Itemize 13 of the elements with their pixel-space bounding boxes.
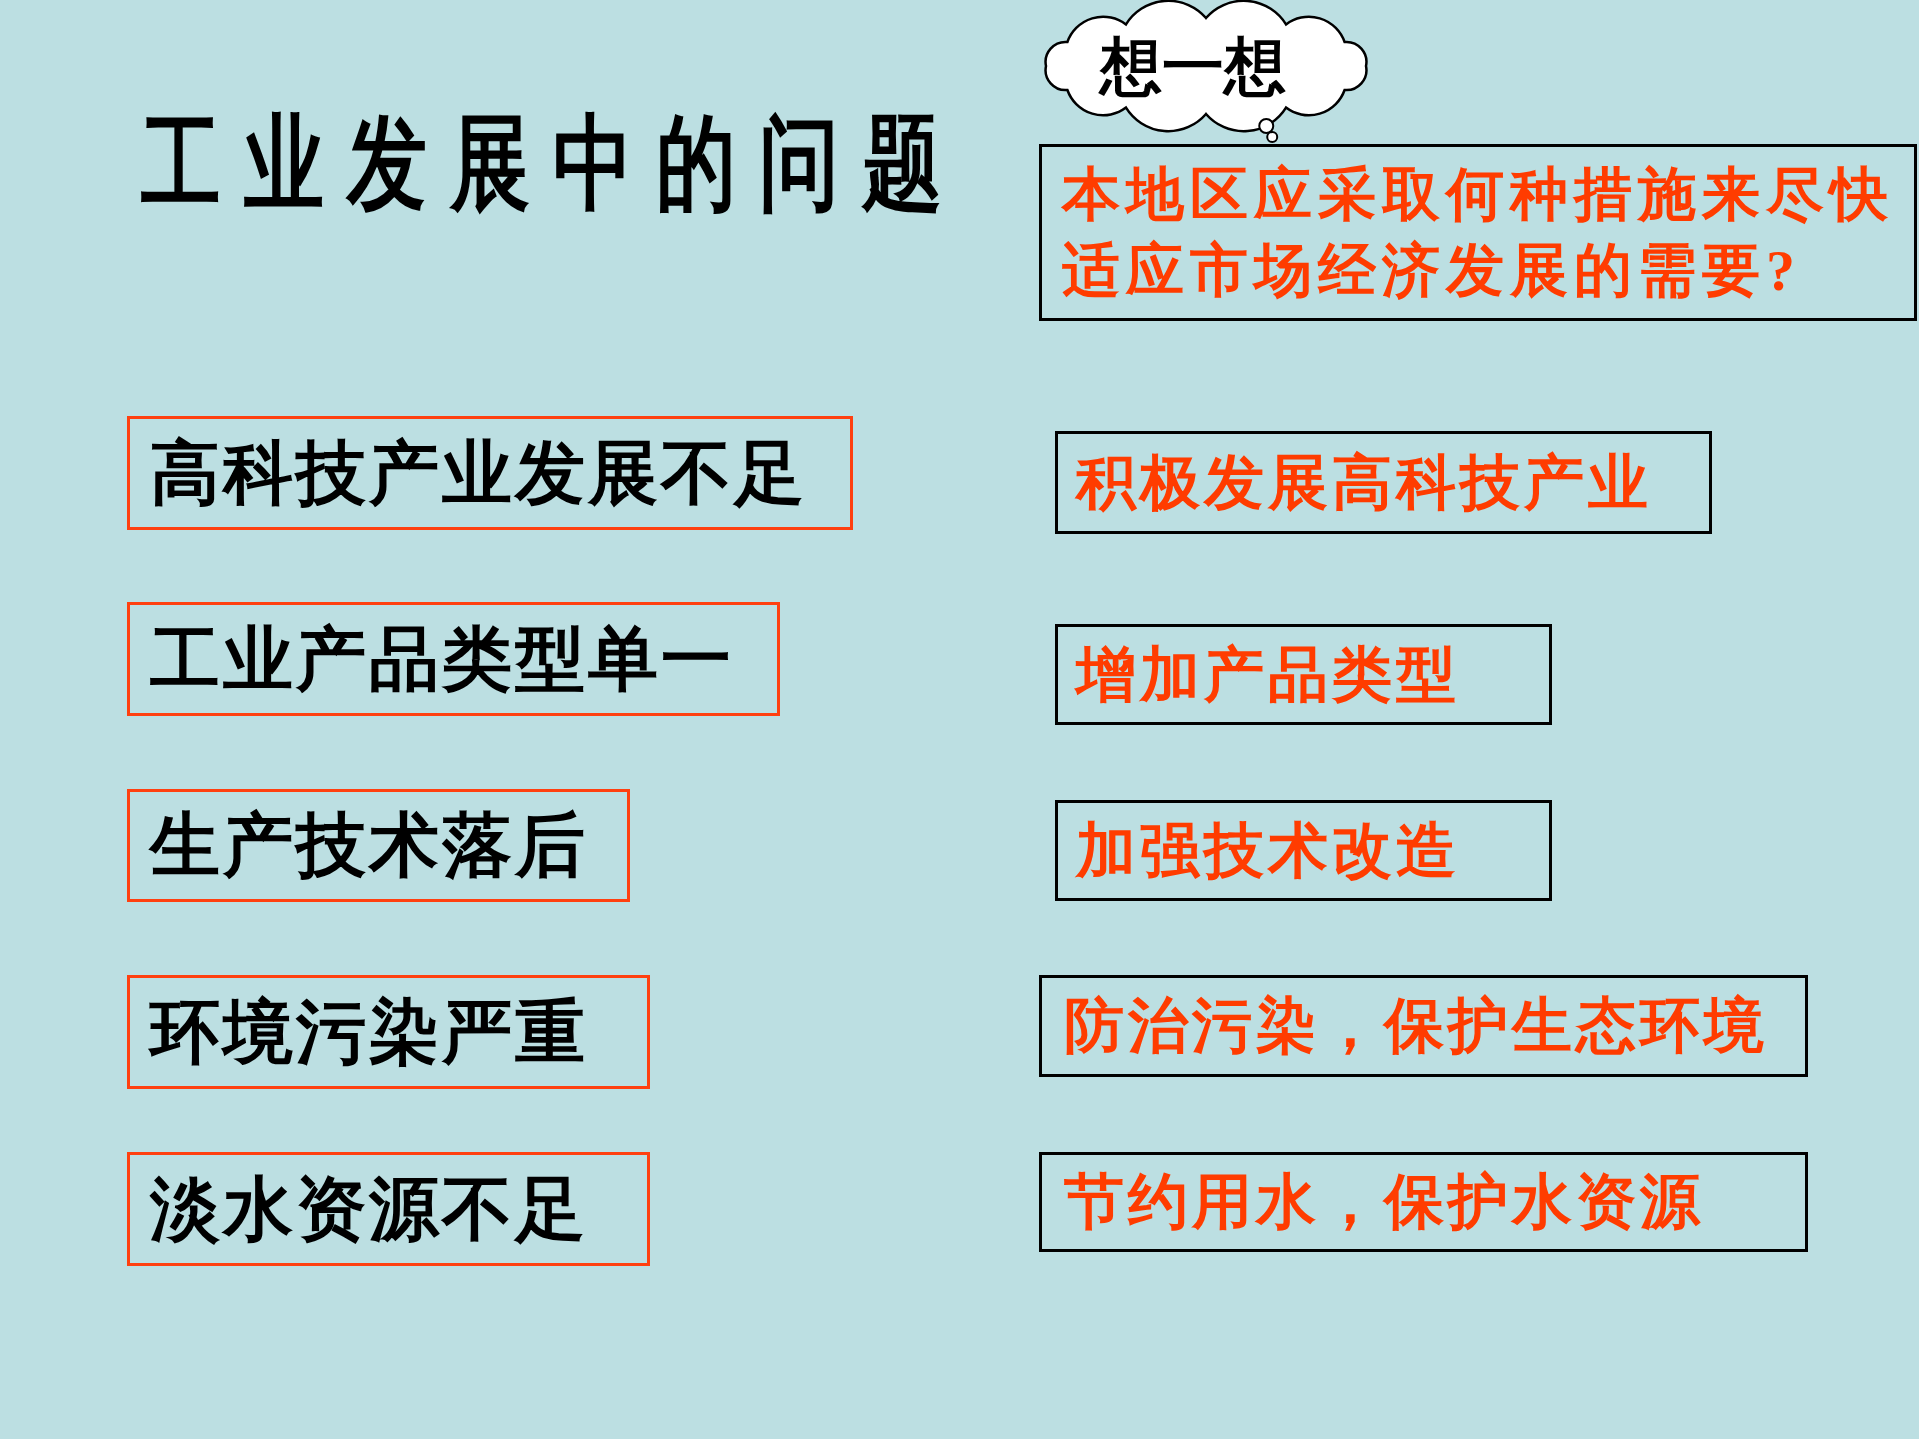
slide-title: 工业发展中的问题	[141, 112, 965, 216]
problem-box: 工业产品类型单一	[127, 602, 780, 716]
measure-box: 节约用水，保护水资源	[1039, 1152, 1808, 1252]
measure-box: 增加产品类型	[1055, 624, 1552, 725]
measure-box: 积极发展高科技产业	[1055, 431, 1712, 534]
problem-box: 生产技术落后	[127, 789, 630, 902]
question-box: 本地区应采取何种措施来尽快适应市场经济发展的需要?	[1039, 144, 1917, 321]
problem-box: 环境污染严重	[127, 975, 650, 1089]
measure-box: 加强技术改造	[1055, 800, 1552, 901]
prompt-text: 想一想	[1100, 36, 1286, 98]
problem-box: 淡水资源不足	[127, 1152, 650, 1266]
problem-box: 高科技产业发展不足	[127, 416, 853, 530]
measure-box: 防治污染，保护生态环境	[1039, 975, 1808, 1077]
